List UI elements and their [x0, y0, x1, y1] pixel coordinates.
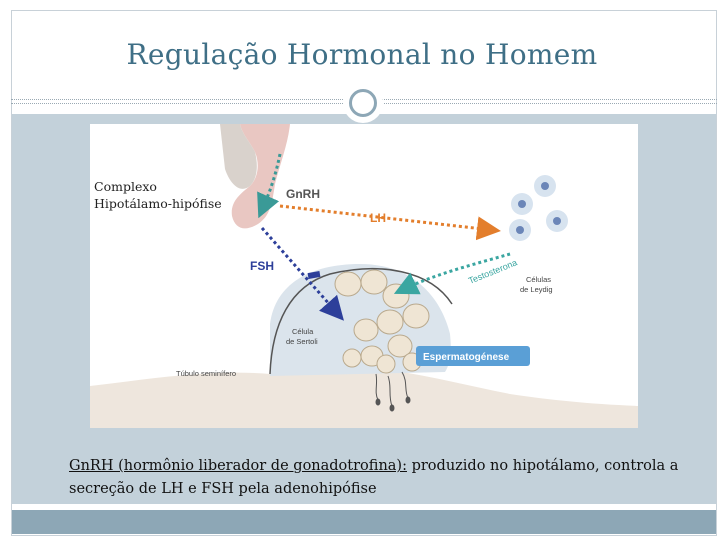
hormonal-diagram: GnRH LH FSH Testosterona Células de Leyd… — [90, 124, 638, 428]
tubulo-label: Túbulo seminífero — [176, 369, 236, 378]
fsh-receptor — [307, 271, 321, 279]
sertoli-label-line2: de Sertoli — [286, 337, 318, 346]
lh-arrow — [279, 204, 501, 241]
complex-label: Complexo Hipotálamo-hipófise — [94, 178, 222, 212]
caption: GnRH (hormônio liberador de gonadotrofin… — [69, 455, 689, 501]
sertoli-label-line1: Célula — [292, 327, 314, 336]
leydig-label-line2: de Leydig — [520, 285, 553, 294]
footer-bar — [12, 510, 716, 534]
fsh-arrow — [260, 227, 344, 321]
gnrh-label: GnRH — [286, 187, 320, 201]
gnrh-arrow — [257, 153, 282, 219]
caption-term: GnRH (hormônio liberador de gonadotrofin… — [69, 458, 407, 474]
lh-label: LH — [370, 211, 386, 225]
espermatogenese-box — [416, 346, 530, 366]
caption-definition: produzido no hipotálamo, controla a secr… — [69, 458, 679, 497]
complex-label-line1: Complexo — [94, 179, 157, 194]
diagram-svg: GnRH LH FSH Testosterona Células de Leyd… — [90, 124, 638, 428]
hypothalamus-pituitary — [220, 124, 290, 229]
sperm — [375, 371, 411, 412]
germ-cells — [334, 269, 430, 374]
testosterona-label: Testosterona — [467, 257, 519, 286]
complex-label-line2: Hipotálamo-hipófise — [94, 196, 222, 211]
leydig-cells — [509, 175, 568, 241]
fsh-label: FSH — [250, 259, 274, 273]
espermatogenese-label: Espermatogénese — [423, 352, 510, 363]
testosterona-arrow — [393, 252, 511, 295]
leydig-label-line1: Células — [526, 275, 551, 284]
circle-ornament-icon — [343, 83, 383, 123]
slide-frame — [11, 10, 717, 536]
slide-title: Regulação Hormonal no Homem — [126, 38, 598, 71]
